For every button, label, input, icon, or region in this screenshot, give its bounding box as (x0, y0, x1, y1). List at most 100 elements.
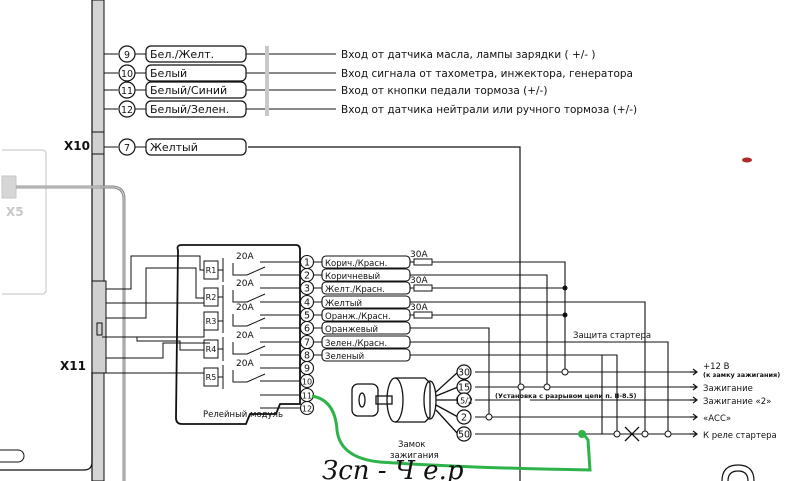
x5-label: X5 (6, 205, 24, 219)
x10-pin-number: 12 (121, 105, 133, 116)
x10-wire-description: Вход от кнопки педали тормоза (+/-) (341, 85, 547, 97)
relay-output-pin-number: 9 (304, 364, 310, 375)
x10-pin-number: 7 (124, 143, 130, 154)
x10-pin-number: 10 (121, 69, 133, 80)
relay-output-wire-color: Оранжевый (325, 325, 378, 335)
relay-output-pin-number: 2 (304, 271, 310, 282)
relay-output-pin-number: 8 (304, 351, 310, 362)
starter-protection-label: Защита стартера (573, 331, 651, 341)
ignition-terminal-number: 15/2 (455, 397, 473, 406)
relay-label: R4 (206, 345, 217, 354)
fuse-rating: 30A (410, 250, 428, 260)
relay-rating: 20A (236, 252, 254, 262)
x11-wires (102, 255, 210, 378)
relay-output-pin-12 (299, 400, 315, 416)
ignition-terminal-50 (456, 426, 472, 442)
arrow-icon (690, 396, 698, 404)
ignition-lock-label-1: Замок (398, 440, 425, 450)
relay-output-group: 1 Корич./Красн. 30A 2 Коричневый 3 Желт./Красн… (260, 250, 440, 416)
ignition-terminal-number: 50 (458, 430, 470, 441)
ignition-lock-icon (351, 371, 459, 435)
relay-label: R3 (206, 317, 217, 326)
relay-output-pin-number: 10 (302, 378, 312, 387)
x10-wire-color: Белый (150, 67, 187, 80)
cut-mark-icon (624, 426, 640, 442)
x11-label: X11 (60, 359, 86, 373)
relay-rating: 20A (236, 331, 254, 341)
open-junctions (485, 368, 672, 438)
fuse-icon (413, 311, 433, 319)
red-mark (742, 157, 752, 163)
relay-module: Релейный модуль (175, 244, 301, 425)
relay-output-pin-number: 1 (304, 258, 310, 269)
relay-label: R2 (206, 293, 217, 302)
relay-rating: 20A (236, 303, 254, 313)
relay-output-wire-color: Корич./Красн. (325, 259, 387, 269)
output-label: Зажигание «2» (703, 397, 771, 407)
ignition-terminals: 30 15 15/2 2 50 (455, 364, 473, 442)
output-sublabel: (к замку зажигания) (703, 371, 780, 379)
green-marker-line (311, 394, 592, 472)
x10-wire-color: Белый/Зелен. (150, 103, 229, 116)
x10-pin-number: 11 (121, 86, 133, 97)
relay-output-wire-color: Желт./Красн. (325, 285, 385, 295)
break-circuit-note: (Установка с разрывом цепи п. II-8.5) (495, 392, 637, 400)
relay-output-wire-color: Оранж./Красн. (325, 312, 391, 322)
x10-wire-color: Бел./Желт. (150, 48, 214, 61)
ignition-terminal-number: 2 (461, 413, 467, 424)
x10-label: X10 (64, 139, 90, 153)
relay-output-wire-color: Зелен./Красн. (325, 339, 387, 349)
ignition-terminal-number: 30 (458, 368, 470, 379)
relay-output-pin-number: 6 (304, 324, 310, 335)
arrow-icon (690, 413, 698, 421)
x10-pin-number: 9 (124, 50, 130, 61)
relay-output-pin-number: 11 (302, 392, 312, 401)
arrow-icon (690, 383, 698, 391)
relay-output-wire-color: Зеленый (325, 352, 364, 362)
fuse-rating: 30A (410, 303, 428, 313)
ignition-terminal-15-2 (456, 392, 472, 408)
ignition-lock-label-2: зажигания (390, 451, 439, 461)
relay-rating: 20A (236, 279, 254, 289)
relay-module-label: Релейный модуль (203, 410, 283, 420)
arrow-icon (690, 430, 698, 438)
main-unit (91, 0, 105, 481)
relay-output-wire-color: Коричневый (325, 272, 380, 282)
relay-output-pin-number: 4 (304, 298, 310, 309)
fuse-rating: 30A (410, 276, 428, 286)
relay-output-wire-color: Желтый (325, 299, 362, 309)
x10-wire-color: Желтый (150, 141, 198, 154)
fuse-icon (413, 284, 433, 292)
handwritten-annotation: Зсп - Ч е.р (322, 456, 464, 481)
relay-label: R5 (206, 373, 217, 382)
ignition-terminal-2 (456, 409, 472, 425)
ignition-terminal-30 (456, 364, 472, 380)
arrow-icon (690, 368, 698, 376)
x10-wire-description: Вход от датчика нейтрали или ручного тор… (341, 104, 637, 116)
junction-dots (562, 285, 568, 318)
output-group: +12 В(к замку зажигания) ЗажиганиеЗажиган… (690, 362, 780, 441)
x10-wire-description: Вход сигнала от тахометра, инжектора, ге… (341, 68, 633, 80)
x10-wire-description: Вход от датчика масла, лампы зарядки ( +… (341, 49, 596, 61)
fuse-icon (413, 258, 433, 266)
output-label: +12 В (703, 362, 730, 372)
x10-wire-color: Белый/Синий (150, 84, 227, 97)
relay-output-pin-10 (299, 373, 315, 389)
relay-output-pin-number: 7 (304, 338, 310, 349)
relay-output-pin-number: 5 (304, 311, 310, 322)
relay-output-pin-number: 12 (302, 405, 312, 414)
relay-label: R1 (206, 266, 217, 275)
ignition-terminal-number: 15 (458, 383, 470, 394)
x10-wire-group: 9 Бел./Желт. Вход от датчика масла, лампы … (104, 45, 637, 156)
x5-module: X5 (1, 149, 100, 295)
relay-group: R1 20A R2 20A R3 20A R4 20A R5 20A (203, 252, 266, 389)
output-label: К реле стартера (703, 431, 777, 441)
relay-output-pin-number: 3 (304, 284, 310, 295)
x10-wire-label-box (145, 138, 247, 156)
routing-wires (410, 261, 690, 435)
ground-symbol-icon (721, 464, 755, 481)
output-label: «АСС» (703, 414, 731, 424)
output-label: Зажигание (703, 384, 753, 394)
relay-rating: 20A (236, 359, 254, 369)
